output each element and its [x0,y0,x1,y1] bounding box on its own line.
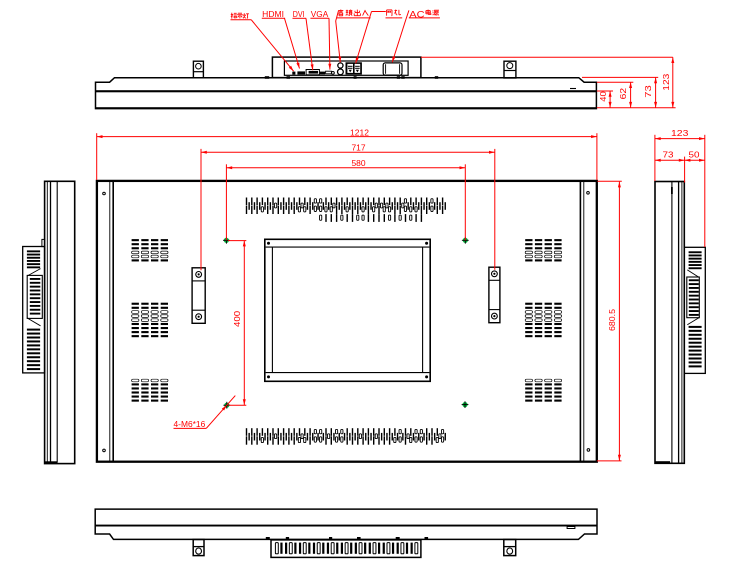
svg-text:400: 400 [232,310,242,327]
svg-text:DVI: DVI [293,9,305,19]
svg-text:HDMI: HDMI [262,9,284,19]
svg-text:50: 50 [689,150,700,160]
svg-text:717: 717 [351,143,365,153]
svg-text:580: 580 [351,158,365,168]
svg-text:1212: 1212 [350,128,369,138]
svg-text:123: 123 [671,128,689,138]
svg-text:123: 123 [661,73,671,90]
svg-text:4-M6*16: 4-M6*16 [174,419,206,429]
svg-text:73: 73 [643,85,653,98]
svg-text:680.5: 680.5 [607,309,617,331]
svg-text:VGA: VGA [311,9,329,19]
svg-text:40: 40 [598,91,608,102]
svg-text:73: 73 [663,150,674,160]
svg-text:62: 62 [618,88,628,100]
svg-text:AC: AC [409,9,424,20]
